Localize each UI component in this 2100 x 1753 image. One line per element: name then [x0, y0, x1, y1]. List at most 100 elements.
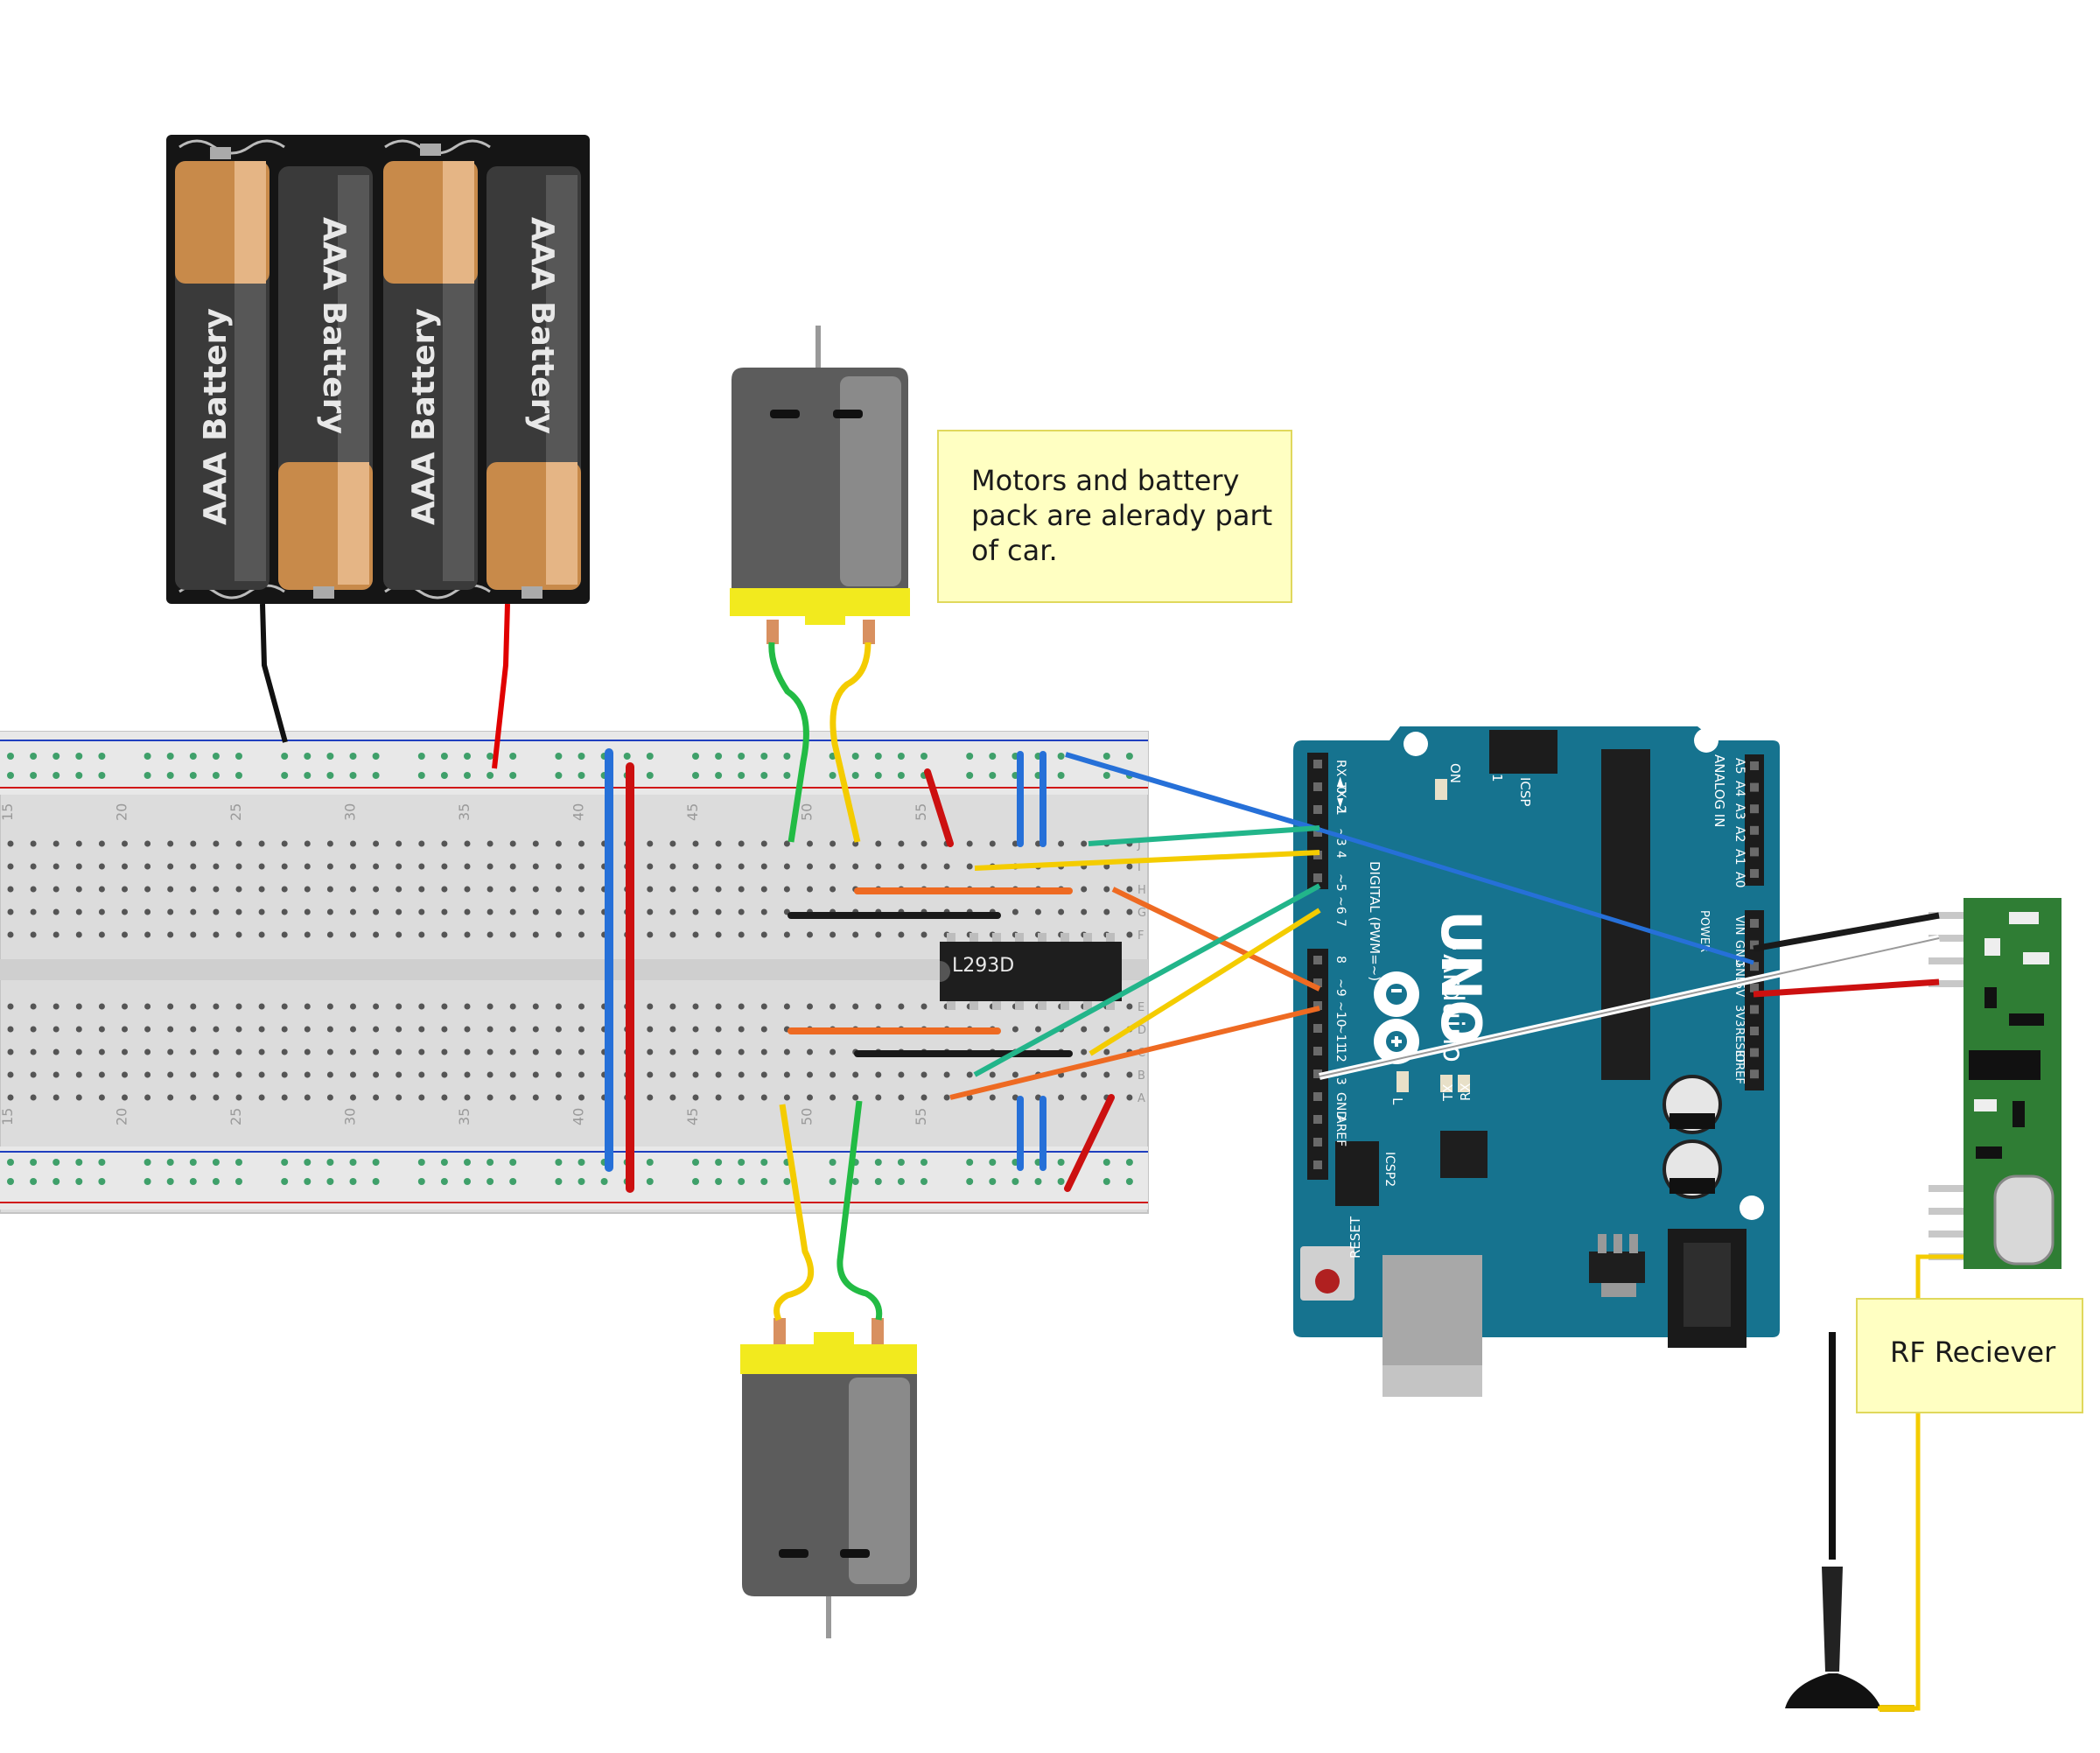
on-label: ON: [1447, 763, 1463, 783]
rail-hole: [1125, 753, 1133, 760]
breadboard-row-letter: A: [1138, 1092, 1145, 1105]
terminal-hole: [464, 1094, 471, 1101]
analog-pin-label: A2: [1732, 826, 1746, 842]
rail-hole: [1125, 1159, 1133, 1166]
terminal-hole: [30, 1026, 37, 1033]
rail-hole: [555, 753, 563, 760]
terminal-hole: [692, 863, 699, 870]
terminal-hole: [647, 840, 654, 847]
terminal-hole: [555, 931, 562, 938]
terminal-hole: [830, 931, 836, 938]
terminal-hole: [304, 886, 311, 893]
rx-led: [1458, 1075, 1470, 1092]
terminal-hole: [669, 840, 676, 847]
terminal-hole: [167, 1071, 174, 1078]
terminal-hole: [98, 1071, 105, 1078]
terminal-hole: [555, 1003, 562, 1010]
terminal-hole: [692, 1026, 699, 1033]
terminal-hole: [875, 1003, 882, 1010]
terminal-hole: [1081, 1071, 1088, 1078]
rf-pin: [1928, 1208, 1964, 1215]
power-header: [1745, 910, 1764, 1090]
rail-hole: [166, 772, 174, 779]
terminal-hole: [98, 1003, 105, 1010]
terminal-hole: [167, 931, 174, 938]
battery-black-wire: [260, 603, 288, 743]
terminal-hole: [669, 1003, 676, 1010]
terminal-hole: [144, 1003, 151, 1010]
rail-hole: [989, 1159, 997, 1166]
terminal-hole: [122, 840, 128, 847]
terminal-hole: [783, 1048, 790, 1055]
terminal-hole: [7, 931, 14, 938]
rail-hole: [966, 772, 974, 779]
rail-hole: [760, 1159, 768, 1166]
breadboard-row-letter: B: [1138, 1069, 1145, 1083]
terminal-hole: [647, 931, 654, 938]
terminal-hole: [830, 863, 836, 870]
terminal-hole: [966, 863, 973, 870]
terminal-hole: [304, 1048, 311, 1055]
terminal-hole: [509, 863, 516, 870]
terminal-hole: [852, 931, 859, 938]
terminal-hole: [441, 1003, 448, 1010]
terminal-hole: [190, 1003, 197, 1010]
rail-hole: [52, 772, 60, 779]
ic-pin: [1015, 933, 1024, 942]
rail-hole: [144, 772, 151, 779]
ic-pin: [992, 1001, 1001, 1010]
rail-hole: [417, 772, 425, 779]
rail-hole: [440, 1178, 448, 1185]
terminal-hole: [669, 908, 676, 915]
terminal-hole: [258, 908, 265, 915]
terminal-hole: [1103, 908, 1110, 915]
terminal-hole: [807, 1003, 813, 1010]
battery-cell-label: AAA Battery: [316, 217, 352, 434]
terminal-hole: [396, 1026, 402, 1033]
terminal-hole: [738, 931, 745, 938]
digital-pin-label: ~6: [1334, 896, 1348, 915]
rail-hole: [851, 772, 859, 779]
breadboard-column-number: 15: [0, 803, 16, 821]
rail-hole: [897, 1178, 905, 1185]
rail-hole: [509, 753, 517, 760]
terminal-hole: [715, 1048, 722, 1055]
note-motors-line-1: Motors and battery: [971, 464, 1239, 497]
l-led-label: L: [1390, 1097, 1405, 1105]
terminal-hole: [350, 1048, 356, 1055]
terminal-hole: [509, 1026, 516, 1033]
header-pin: [1750, 825, 1759, 835]
terminal-hole: [235, 1048, 242, 1055]
ic-pin: [1083, 1001, 1092, 1010]
rail-hole: [1057, 753, 1065, 760]
terminal-hole: [235, 1003, 242, 1010]
terminal-hole: [98, 863, 105, 870]
terminal-hole: [122, 908, 128, 915]
rail-hole: [646, 772, 654, 779]
terminal-hole: [213, 886, 220, 893]
rail-hole: [920, 1178, 928, 1185]
terminal-hole: [1126, 1094, 1133, 1101]
terminal-hole: [989, 1094, 996, 1101]
terminal-hole: [326, 1048, 333, 1055]
rail-hole: [783, 772, 791, 779]
rail-hole: [7, 1178, 14, 1185]
ic-pin: [1038, 1001, 1046, 1010]
icsp2-label: ICSP2: [1382, 1152, 1396, 1187]
rail-hole: [235, 772, 242, 779]
terminal-hole: [7, 840, 14, 847]
terminal-hole: [122, 1026, 128, 1033]
terminal-hole: [213, 908, 220, 915]
terminal-hole: [7, 886, 14, 893]
rail-hole: [578, 753, 585, 760]
rf-receiver: [1928, 898, 2062, 1269]
terminal-hole: [441, 1094, 448, 1101]
terminal-hole: [441, 908, 448, 915]
terminal-hole: [235, 840, 242, 847]
terminal-hole: [373, 886, 380, 893]
icsp-label: ICSP: [1517, 777, 1533, 806]
terminal-hole: [509, 1071, 516, 1078]
rail-hole: [304, 772, 312, 779]
terminal-hole: [578, 840, 584, 847]
terminal-hole: [190, 1071, 197, 1078]
